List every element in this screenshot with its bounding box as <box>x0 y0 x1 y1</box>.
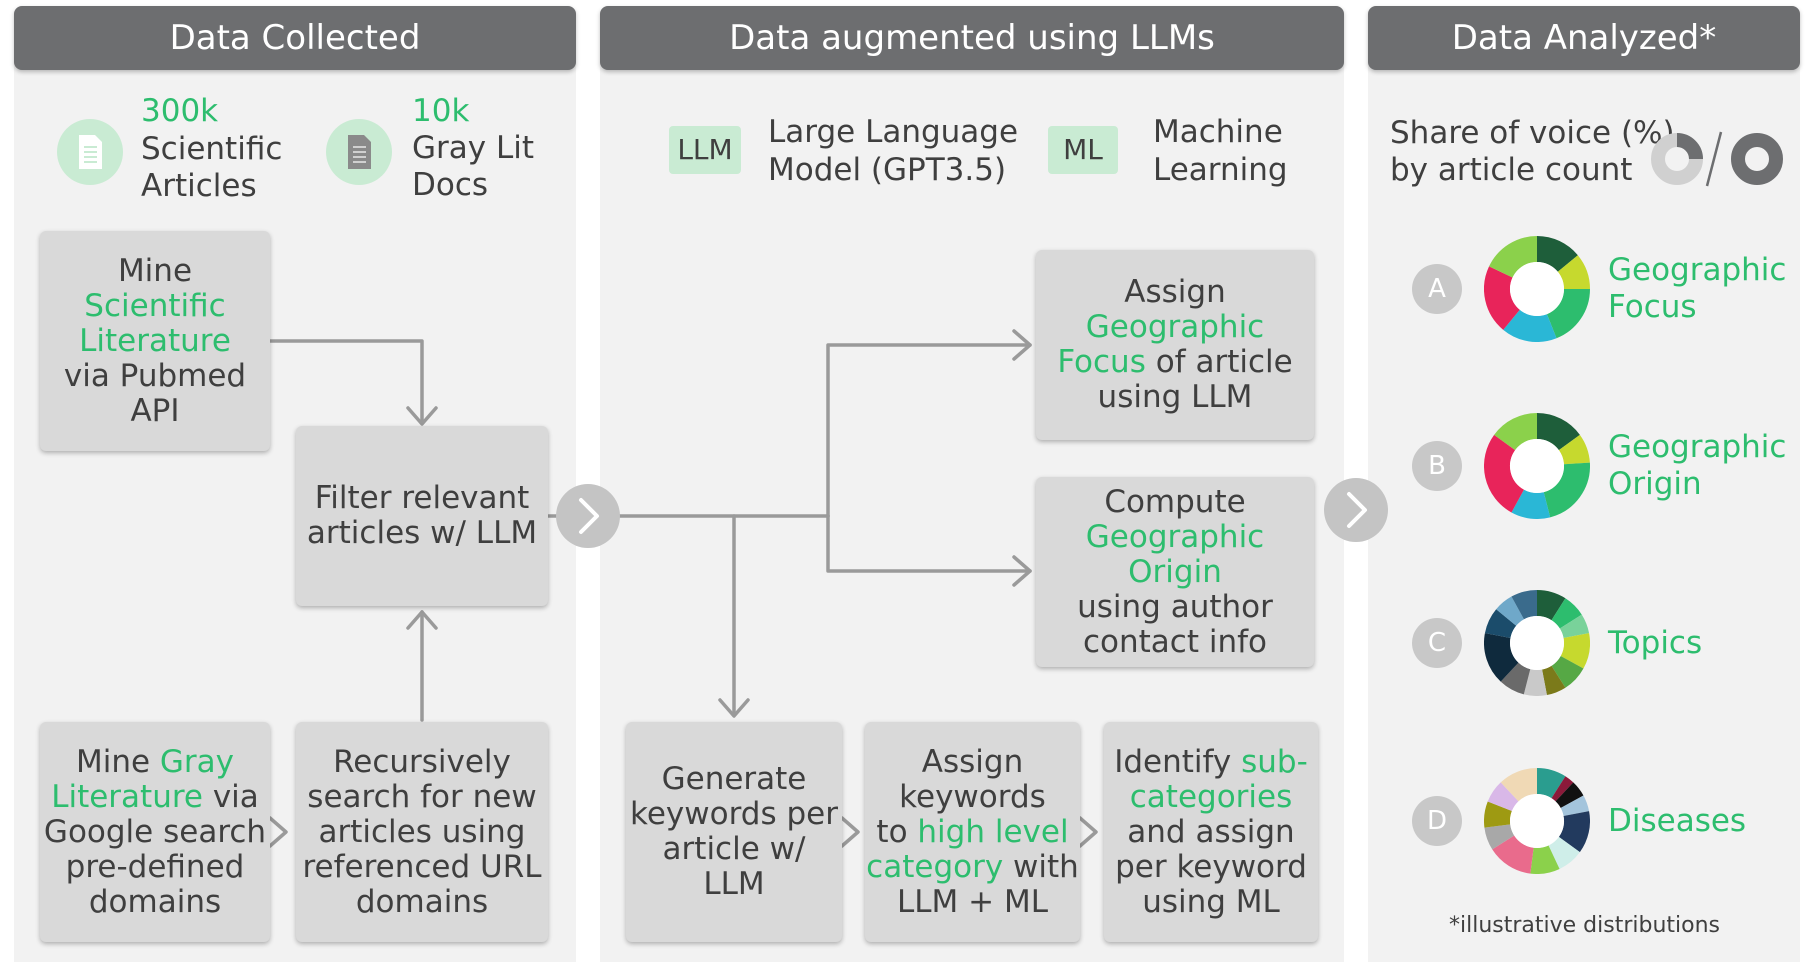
donut-slice <box>1484 801 1513 828</box>
donut-slice <box>1542 462 1590 518</box>
llm-legend-2: Model (GPT3.5) <box>768 152 1007 188</box>
donut-slice <box>1550 655 1584 688</box>
gray-label-1: Gray Lit <box>412 130 535 166</box>
donut-slice <box>1560 633 1590 669</box>
donut-slice <box>1557 255 1590 290</box>
donut-slice <box>1555 782 1584 809</box>
donut-slice <box>1558 434 1590 466</box>
donut-slice <box>1559 614 1590 639</box>
scientific-label-1: Scientific <box>141 131 283 167</box>
donut-slice <box>1530 845 1560 874</box>
scientific-label-2: Articles <box>141 168 257 204</box>
next-step-chevron-2 <box>1324 478 1388 542</box>
row-label-line-2: Focus <box>1608 289 1697 325</box>
row-label-d: Diseases <box>1608 803 1746 840</box>
gray-label-2: Docs <box>412 167 489 203</box>
donut-slice <box>1536 236 1578 273</box>
donut-slice <box>1492 834 1535 874</box>
donut-slice <box>1500 768 1538 802</box>
donut-slice <box>1484 434 1525 513</box>
donut-chart-c <box>1484 590 1590 696</box>
row-label-line-1: Diseases <box>1608 803 1747 839</box>
donut-slice <box>1547 836 1580 869</box>
row-letter-c: C <box>1412 618 1462 668</box>
llm-legend-1: Large Language <box>768 114 1019 150</box>
donut-slice <box>1484 633 1520 682</box>
ml-legend-1: Machine <box>1153 114 1283 150</box>
row-label-line-1: Geographic <box>1608 252 1787 288</box>
share-of-voice-label-1: Share of voice (%) <box>1390 115 1675 151</box>
row-label-line-2: Origin <box>1608 466 1702 502</box>
donut-slice <box>1546 288 1590 339</box>
donut-slice <box>1487 782 1520 812</box>
ml-tag: ML <box>1048 126 1118 174</box>
donut-slice <box>1484 609 1517 639</box>
donut-slice <box>1536 413 1580 451</box>
donut-slice <box>1511 489 1551 519</box>
header-data-augmented: Data augmented using LLMs <box>600 6 1344 70</box>
footnote: *illustrative distributions <box>1449 913 1721 938</box>
row-label-c: Topics <box>1608 625 1702 662</box>
row-label-line-1: Geographic <box>1608 429 1787 465</box>
donut-slice <box>1541 665 1566 696</box>
row-letter-a: A <box>1412 264 1462 314</box>
row-label-line-1: Topics <box>1608 625 1703 661</box>
donut-pie-toggle-icon <box>1651 131 1783 187</box>
next-step-chevron-1 <box>556 484 620 548</box>
row-letter-b: B <box>1412 441 1462 491</box>
donut-slice <box>1484 823 1515 850</box>
share-of-voice-label-2: by article count <box>1390 152 1633 188</box>
donut-slice <box>1489 236 1538 279</box>
donut-slice <box>1500 662 1532 695</box>
gray-count: 10k <box>412 93 470 129</box>
donut-slice <box>1523 668 1547 696</box>
header-data-analyzed: Data Analyzed* <box>1368 6 1800 70</box>
scientific-count: 300k <box>141 93 219 129</box>
donut-chart-a <box>1484 236 1590 342</box>
ml-legend-2: Learning <box>1153 152 1288 188</box>
donut-slice <box>1560 795 1590 817</box>
donut-slice <box>1536 768 1566 799</box>
donut-slice <box>1536 590 1566 621</box>
scientific-article-icon <box>57 119 123 185</box>
donut-slice <box>1558 811 1590 853</box>
donut-slice <box>1511 590 1538 620</box>
donut-chart-d <box>1484 768 1590 874</box>
donut-slice <box>1503 309 1557 342</box>
donut-chart-b <box>1484 413 1590 519</box>
gray-lit-doc-icon <box>326 119 392 185</box>
header-data-collected: Data Collected <box>14 6 576 70</box>
donut-slice <box>1484 266 1521 330</box>
donut-slice <box>1496 596 1525 627</box>
donut-slice <box>1494 413 1538 451</box>
donut-slice <box>1550 598 1582 630</box>
row-letter-d: D <box>1412 796 1462 846</box>
donut-slice <box>1551 776 1574 802</box>
llm-tag: LLM <box>669 126 741 174</box>
